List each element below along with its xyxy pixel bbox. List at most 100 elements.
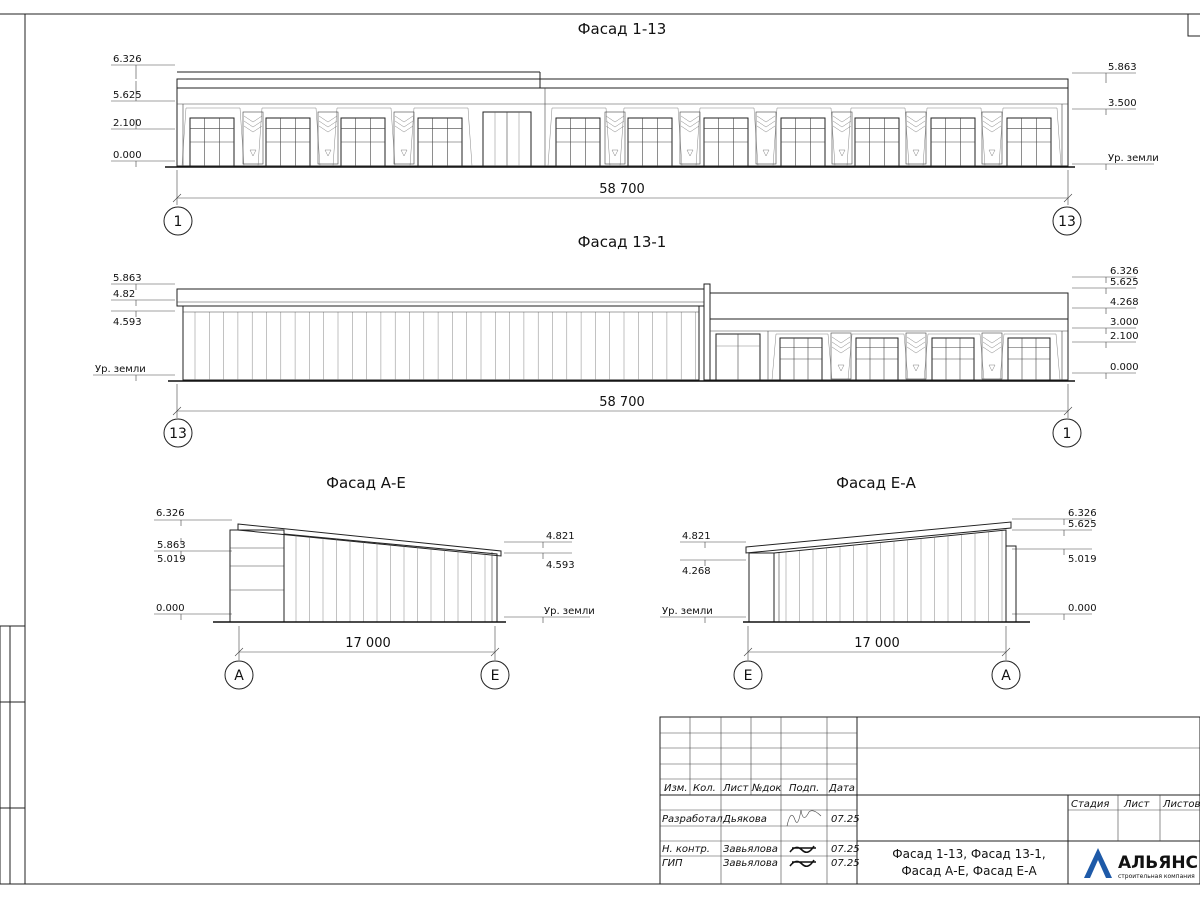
svg-text:1: 1: [1063, 426, 1072, 442]
chevron-ornament: [831, 346, 851, 354]
chevron-ornament: [756, 125, 776, 133]
chevron-ornament: [831, 336, 851, 344]
axis-marker: Е: [480, 660, 510, 690]
pier: [981, 332, 1003, 380]
sheet-frame: [0, 13, 1200, 885]
level-label: 4.593: [113, 317, 142, 328]
chevron-ornament: [906, 346, 926, 354]
bay-frame: [332, 107, 396, 167]
chevron-ornament: [243, 115, 263, 123]
signature: [786, 809, 822, 827]
dimension-line: 17 000: [234, 626, 500, 660]
chevron-ornament: [831, 341, 851, 349]
chevron-ornament: [832, 115, 852, 123]
level-label: 6.326: [1068, 508, 1097, 519]
chevron-ornament: [982, 125, 1002, 133]
level-label: 3.000: [1110, 317, 1139, 328]
bay-frame: [409, 107, 473, 167]
signature: [789, 859, 816, 868]
chevron-ornament: [318, 120, 338, 128]
pier: [679, 111, 701, 165]
dimension-line: 17 000: [743, 626, 1011, 660]
level-marks-right: 6.326 5.625 4.268 3.000 2.100 0.000: [1072, 266, 1139, 379]
tb-date: 07.25: [831, 814, 860, 825]
level-label: 5.863: [157, 540, 186, 551]
level-label: 2.100: [113, 118, 142, 129]
pier: [981, 111, 1003, 165]
chevron-ornament: [605, 125, 625, 133]
chevron-ornament: [680, 115, 700, 123]
bay-frame: [547, 107, 611, 167]
pier-mark: [912, 149, 920, 157]
view-title: Фасад Е-А: [836, 474, 917, 492]
level-label: 5.863: [1108, 62, 1137, 73]
pier: [905, 332, 927, 380]
bay-frame: [923, 333, 985, 381]
bay-frame: [771, 333, 833, 381]
tb-header: Изм.: [664, 783, 688, 794]
tb-stage-header: Листов: [1162, 799, 1200, 810]
level-label: Ур. земли: [95, 364, 146, 375]
tb-header: Кол.: [693, 783, 716, 794]
tb-name: Завьялова: [723, 858, 778, 869]
svg-text:13: 13: [169, 426, 187, 442]
axis-marker: 13: [163, 418, 193, 448]
pier: [242, 111, 264, 165]
bay-frame: [999, 333, 1061, 381]
facade-13-1: Фасад 13-1 5.863 4.82 4.593 Ур. земли 6.…: [93, 233, 1139, 448]
chevron-ornament: [982, 341, 1002, 349]
pier-mark: [686, 149, 694, 157]
level-label: 5.625: [1068, 519, 1097, 530]
chevron-ornament: [906, 120, 926, 128]
pier-mark: [912, 364, 920, 372]
chevron-ornament: [756, 120, 776, 128]
level-label: 4.268: [682, 566, 711, 577]
pier-mark: [611, 149, 619, 157]
chevron-ornament: [394, 115, 414, 123]
tb-stage-header: Стадия: [1071, 799, 1109, 810]
level-label: 6.326: [156, 508, 185, 519]
bay-frame: [772, 107, 836, 167]
svg-text:А: А: [1001, 668, 1011, 684]
dimension-value: 17 000: [854, 636, 900, 651]
chevron-ornament: [605, 120, 625, 128]
chevron-ornament: [906, 341, 926, 349]
facade-a-e: Фасад А-Е 6.326 5.863 5.019 0.000 4.821 …: [154, 474, 595, 690]
building-elevation: [168, 283, 1075, 382]
axis-marker: 13: [1052, 206, 1082, 236]
chevron-ornament: [832, 125, 852, 133]
bay-frame: [181, 107, 245, 167]
chevron-ornament: [982, 336, 1002, 344]
tb-date: 07.25: [831, 844, 860, 855]
chevron-ornament: [982, 115, 1002, 123]
level-label: 6.326: [1110, 266, 1139, 277]
drawing-name-line1: Фасад 1-13, Фасад 13-1,: [892, 847, 1045, 861]
tb-header: №док: [751, 783, 781, 794]
axis-marker: А: [991, 660, 1021, 690]
level-marks-left: 6.326 5.863 5.019 0.000: [154, 508, 232, 620]
pier-mark: [324, 149, 332, 157]
level-marks-right: 4.821 4.593 Ур. земли: [504, 531, 595, 623]
svg-text:А: А: [234, 668, 244, 684]
facade-1-13: Фасад 1-13 6.326 5.625 2.100 0.000 5.863…: [111, 20, 1159, 236]
level-marks-right: 6.326 5.625 5.019 0.000: [1012, 508, 1097, 620]
level-label: 4.268: [1110, 297, 1139, 308]
chevron-ornament: [605, 115, 625, 123]
dimension-value: 17 000: [345, 636, 391, 651]
level-marks-left: 5.863 4.82 4.593 Ур. земли: [93, 273, 175, 381]
level-label: 4.82: [113, 289, 135, 300]
pier-mark: [762, 149, 770, 157]
level-marks-right: 5.863 3.500 Ур. земли: [1072, 62, 1159, 170]
bay-frame: [257, 107, 321, 167]
tb-name: Завьялова: [723, 844, 778, 855]
view-title: Фасад А-Е: [326, 474, 406, 492]
level-label: 2.100: [1110, 331, 1139, 342]
level-marks-left: 4.821 4.268 Ур. земли: [660, 531, 746, 623]
chevron-ornament: [680, 125, 700, 133]
chevron-ornament: [906, 115, 926, 123]
chevron-ornament: [756, 115, 776, 123]
level-label: 0.000: [1068, 603, 1097, 614]
bay-frame: [619, 107, 683, 167]
axis-marker: 1: [163, 206, 193, 236]
